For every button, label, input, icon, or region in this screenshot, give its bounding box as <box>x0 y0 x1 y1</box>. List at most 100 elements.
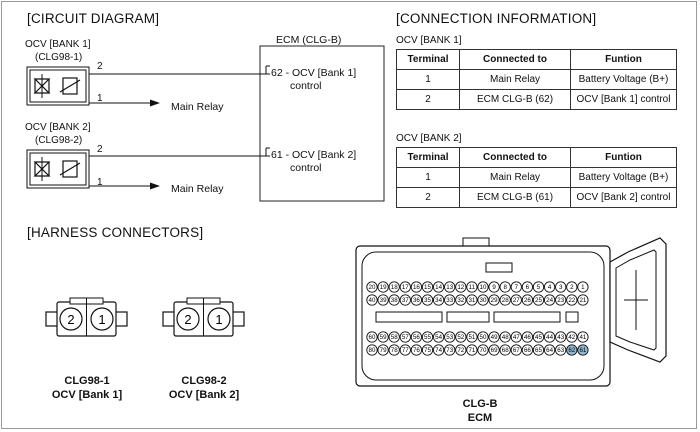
ecm-pin-number: 11 <box>469 284 476 291</box>
clg98-1-connector: 2 1 <box>45 297 128 337</box>
ecm-pin-29 <box>488 294 500 306</box>
ecm-pin-number: 31 <box>468 297 475 304</box>
ecm-pin-number: 51 <box>468 334 475 341</box>
clg98-2-label-line2: OCV [Bank 2] <box>168 389 240 401</box>
ecm-pin-number: 50 <box>480 334 487 341</box>
ocv2-pin2: 2 <box>97 144 103 155</box>
ecm-pin-number: 5 <box>537 284 541 291</box>
bank1-connection-table: Terminal Connected to Funtion 1 Main Rel… <box>396 49 677 110</box>
ecm-pin-5 <box>532 281 545 293</box>
ecm-pin-30 <box>477 294 489 306</box>
ecm-pin-number: 43 <box>557 334 564 341</box>
ecm-pin-number: 7 <box>515 284 519 291</box>
clg98-1-pin-1: 1 <box>98 312 105 327</box>
ecm-pin-number: 16 <box>413 284 420 291</box>
ecm-pin-48 <box>499 331 511 343</box>
ecm-connector-label-line2: ECM <box>467 412 493 424</box>
ecm-pin-number: 66 <box>524 347 531 354</box>
ecm-pin-60 <box>366 331 378 343</box>
ecm-pin-42 <box>566 331 578 343</box>
ecm-pin-1 <box>577 281 589 293</box>
ecm-pin-70 <box>477 344 489 356</box>
ecm-pin-number: 23 <box>557 297 564 304</box>
ecm-pin-38 <box>388 294 400 306</box>
ecm-pin-number: 25 <box>535 297 542 304</box>
ecm-pin-27 <box>510 294 522 306</box>
ecm-pin-12 <box>455 281 467 293</box>
ecm-pin-number: 70 <box>480 347 487 354</box>
ecm-pin-number: 37 <box>402 297 409 304</box>
ecm-pin-number: 58 <box>391 334 398 341</box>
ecm-pin-number: 54 <box>435 334 442 341</box>
ecm-pin-number: 53 <box>446 334 453 341</box>
ecm-pin-66 <box>521 344 534 356</box>
ecm-clg-b-connector-body <box>355 237 667 387</box>
clg98-1-label-line1: CLG98-1 <box>64 375 110 387</box>
ecm-pin-2 <box>566 281 578 293</box>
ecm-pin-number: 41 <box>579 334 586 341</box>
ecm-pin-31 <box>466 294 478 306</box>
ocv1-pin2: 2 <box>97 61 103 72</box>
ecm-pin-21 <box>577 294 589 306</box>
ecm-pin-11 <box>466 281 478 293</box>
ecm-pin-18 <box>388 281 400 293</box>
ecm-pin-41 <box>577 331 589 343</box>
ecm-pin-54 <box>432 331 445 343</box>
ecm-pin-35 <box>421 294 434 306</box>
function-cell: OCV [Bank 2] control <box>570 187 677 208</box>
ecm-pin-52 <box>455 331 467 343</box>
ecm-pin-19 <box>377 281 389 293</box>
ecm-pin-number: 10 <box>480 284 487 291</box>
ecm-pin-number: 24 <box>546 297 553 304</box>
ecm-pin-37 <box>399 294 411 306</box>
function-cell: OCV [Bank 1] control <box>570 89 677 110</box>
ecm-pin-43 <box>555 331 567 343</box>
ecm-pin-number: 62 <box>568 347 575 354</box>
ecm-pin-number: 29 <box>491 297 498 304</box>
ocv2-connector: (CLG98-2) <box>35 135 83 146</box>
ocv2-name: OCV [BANK 2] <box>25 122 91 133</box>
ecm-pin-61-sub: control <box>290 162 322 174</box>
ecm-pin-24 <box>543 294 556 306</box>
ocv1-pin1: 1 <box>97 93 103 104</box>
ecm-pin-78 <box>388 344 400 356</box>
ecm-pin-8 <box>499 281 511 293</box>
clg98-1-pin-2: 2 <box>67 312 74 327</box>
ecm-pin-77 <box>399 344 411 356</box>
ecm-pin-number: 30 <box>480 297 487 304</box>
ecm-pin-number: 26 <box>524 297 531 304</box>
ecm-pin-56 <box>410 331 423 343</box>
ecm-pin-34 <box>432 294 445 306</box>
ecm-pin-25 <box>532 294 545 306</box>
ecm-pin-number: 18 <box>391 284 398 291</box>
ecm-pin-number: 61 <box>579 347 586 354</box>
ecm-pin-26 <box>521 294 534 306</box>
ecm-pin-number: 47 <box>513 334 520 341</box>
ecm-pin-number: 68 <box>502 347 509 354</box>
clg98-2-pin-1: 1 <box>215 312 222 327</box>
ecm-pin-58 <box>388 331 400 343</box>
circuit-diagram-heading: [CIRCUIT DIAGRAM] <box>27 11 160 26</box>
ocv1-name: OCV [BANK 1] <box>25 39 91 50</box>
ecm-box <box>259 45 385 202</box>
col-header-function: Funtion <box>570 147 677 168</box>
ecm-pin-57 <box>399 331 411 343</box>
ecm-pin-number: 8 <box>503 284 507 291</box>
ecm-pin-3 <box>555 281 567 293</box>
ecm-pin-32 <box>455 294 467 306</box>
ecm-pin-40 <box>366 294 378 306</box>
ecm-pin-number: 45 <box>535 334 542 341</box>
ecm-pin-number: 22 <box>568 297 575 304</box>
ecm-pin-7 <box>510 281 522 293</box>
bank2-connection-table: Terminal Connected to Funtion 1 Main Rel… <box>396 147 677 208</box>
ecm-pin-14 <box>432 281 445 293</box>
ecm-pin-69 <box>488 344 500 356</box>
ecm-pin-74 <box>432 344 445 356</box>
ecm-pin-28 <box>499 294 511 306</box>
ecm-pin-number: 77 <box>402 347 409 354</box>
ecm-pin-73 <box>444 344 456 356</box>
ecm-pin-61 <box>577 344 589 356</box>
